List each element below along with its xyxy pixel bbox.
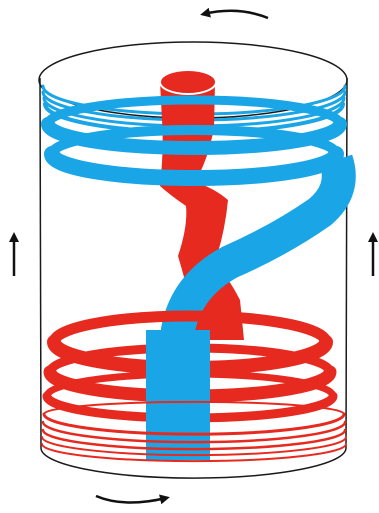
arrow-right-curved-icon xyxy=(95,494,170,505)
cylinder-right-wall xyxy=(345,77,348,449)
cylinder-left-wall xyxy=(39,77,42,449)
hot-stream-core-top xyxy=(159,69,217,95)
cold-stream-thick-rings xyxy=(41,95,347,186)
arrow-left-curved-icon xyxy=(200,7,269,20)
cylinder-bottom-rim xyxy=(40,447,347,479)
hot-stream-thin-rings xyxy=(41,400,347,463)
cold-stream-outlet xyxy=(146,330,210,460)
cold-stream-spiral xyxy=(161,154,356,388)
